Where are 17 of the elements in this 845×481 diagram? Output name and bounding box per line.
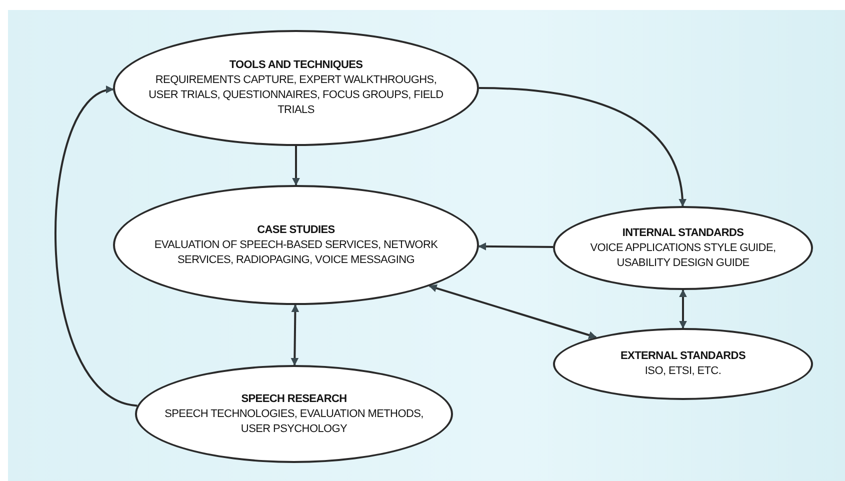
arrow bbox=[292, 146, 300, 186]
arrow bbox=[679, 289, 687, 329]
node-description: SPEECH TECHNOLOGIES, EVALUATION METHODS, USER PSYCHOLOGY bbox=[164, 406, 424, 436]
node-heading: INTERNAL STANDARDS bbox=[622, 226, 744, 240]
node-heading: SPEECH RESEARCH bbox=[241, 392, 347, 406]
node-heading: TOOLS AND TECHNIQUES bbox=[229, 58, 363, 73]
node-description: EVALUATION OF SPEECH-BASED SERVICES, NETWORK SERVICES, RADIOPAGING, VOICE MESSAGING bbox=[153, 238, 439, 268]
arrow bbox=[290, 304, 300, 366]
arrow bbox=[478, 87, 686, 207]
arrow bbox=[54, 88, 138, 407]
node-description: REQUIREMENTS CAPTURE, EXPERT WALKTHROUGHS, USER TRIALS, QUESTIONNAIRES, FOCUS GROUPS, FIELD TRIALS bbox=[148, 73, 444, 118]
node-heading: EXTERNAL STANDARDS bbox=[620, 349, 746, 364]
arrow bbox=[428, 284, 597, 339]
node-heading: CASE STUDIES bbox=[257, 222, 335, 238]
node-description: VOICE APPLICATIONS STYLE GUIDE, USABILITY DESIGN GUIDE bbox=[589, 240, 777, 270]
arrow bbox=[478, 242, 554, 250]
node-description: ISO, ETSI, ETC. bbox=[644, 364, 722, 379]
